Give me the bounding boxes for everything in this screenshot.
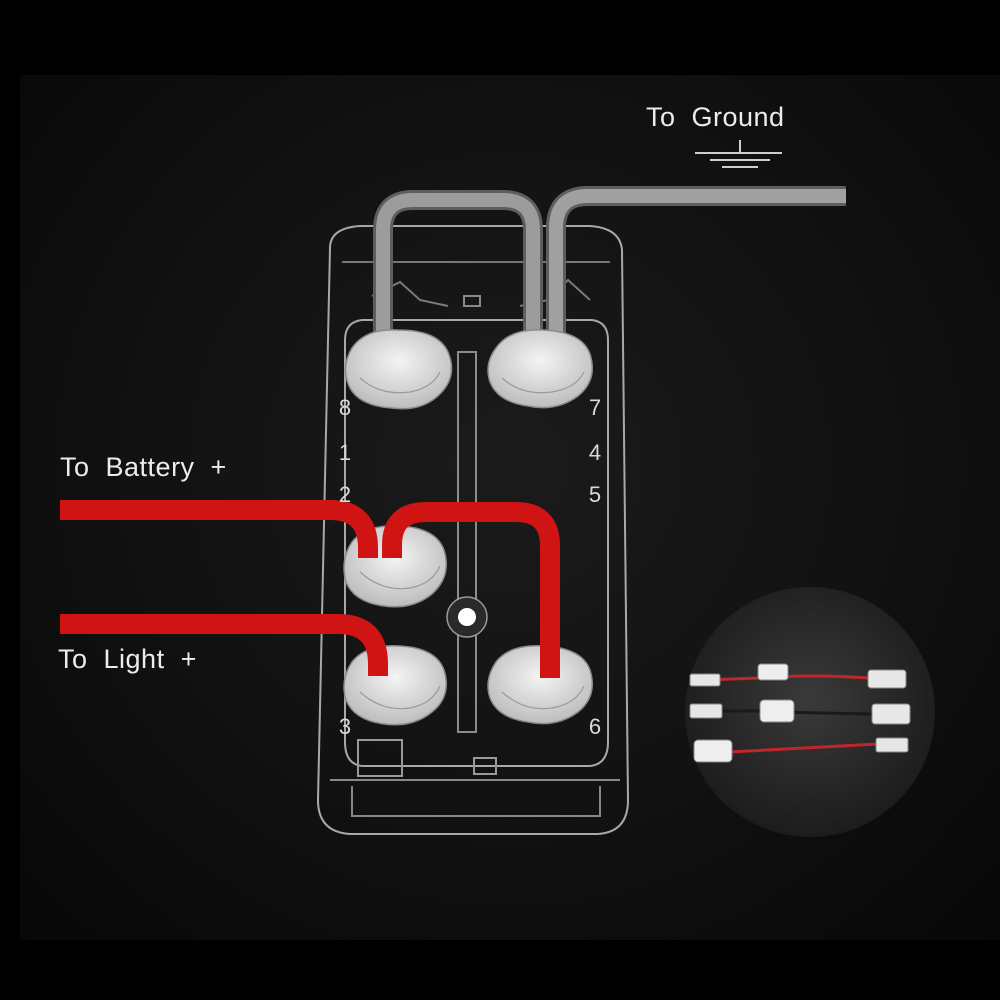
light-wire (60, 614, 388, 676)
pin-6-label: 6 (588, 714, 602, 739)
mounting-hole (446, 596, 488, 638)
connector-icon (757, 663, 789, 681)
pin-7-label: 7 (588, 395, 602, 420)
connector-icon (689, 673, 721, 687)
pin-3-label: 3 (338, 714, 352, 739)
pin-8-label: 8 (338, 395, 352, 420)
pin-1-label: 1 (338, 440, 352, 465)
to-light-label: To Light + (58, 644, 197, 674)
pin-5-label: 5 (588, 482, 602, 507)
cable-inset (685, 587, 935, 837)
pin-2-label: 2 (338, 482, 352, 507)
connector-icon (875, 737, 909, 753)
connector-icon (759, 699, 795, 723)
terminal-8 (344, 329, 453, 410)
power-wires (60, 500, 560, 678)
connector-icon (871, 703, 911, 725)
cable-3 (729, 742, 879, 754)
to-battery-label: To Battery + (60, 452, 227, 482)
terminal-3 (343, 645, 447, 726)
ground-symbol-icon (695, 140, 782, 168)
pin-4-label: 4 (588, 440, 602, 465)
jumper-wire (382, 502, 560, 678)
connector-icon (867, 669, 907, 689)
terminal-7 (487, 329, 593, 409)
connector-icon (689, 703, 723, 719)
battery-wire (60, 500, 378, 558)
connector-icon (693, 739, 733, 763)
ground-wires (373, 186, 846, 350)
to-ground-label: To Ground (646, 102, 785, 132)
terminal-shading (359, 371, 585, 710)
